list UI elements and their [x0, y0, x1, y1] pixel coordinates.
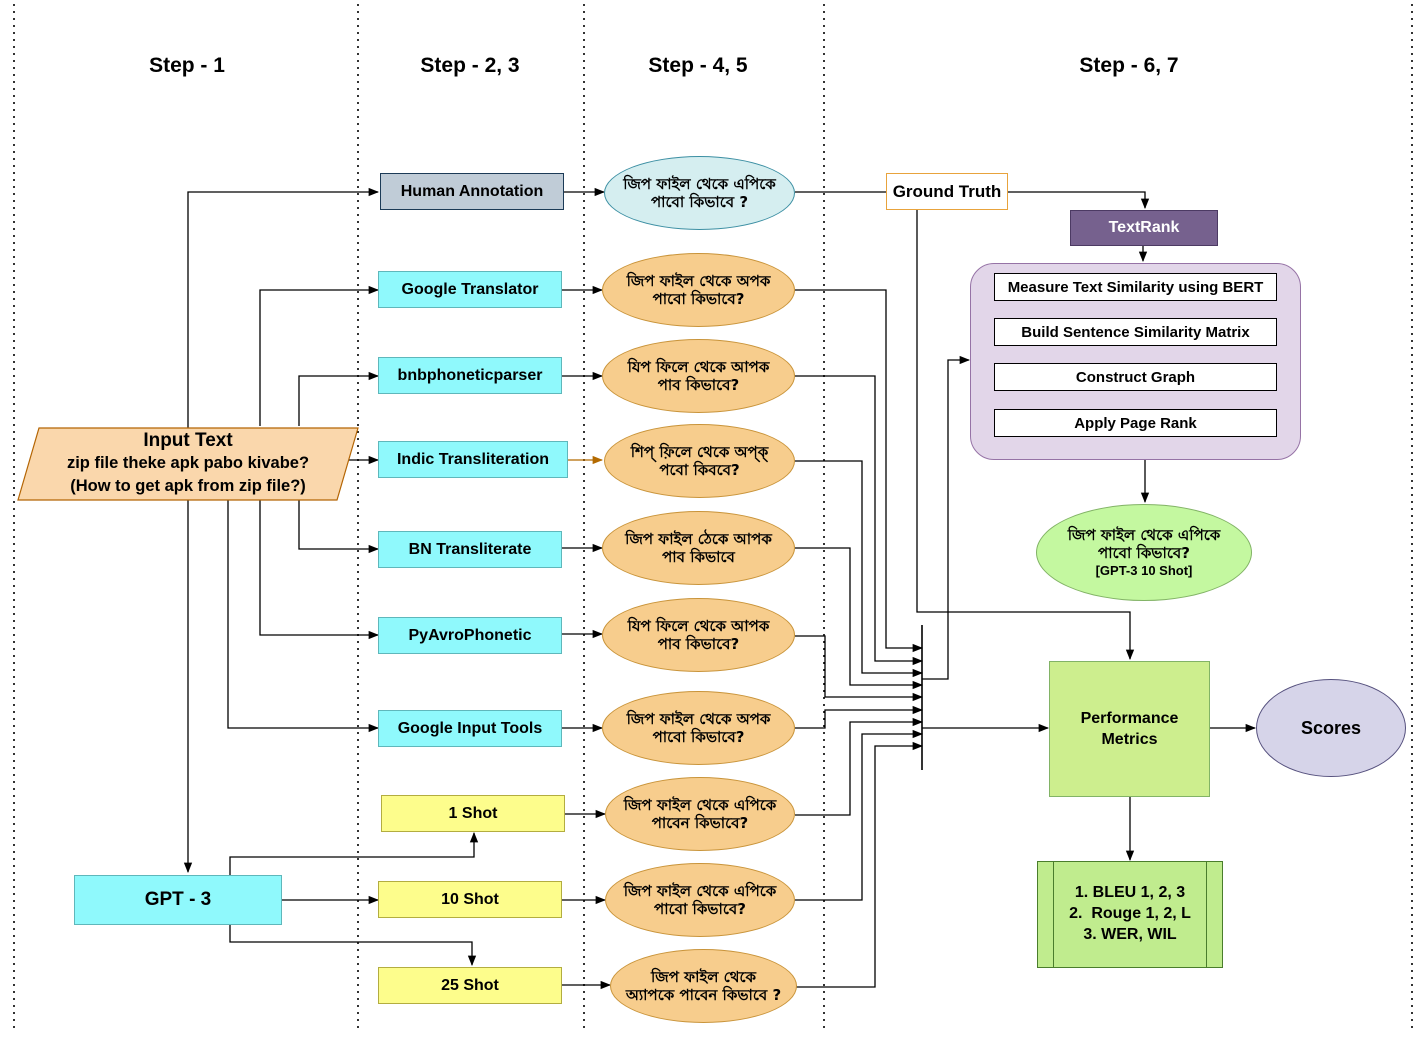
step-4-5-header: Step - 4, 5: [648, 54, 748, 77]
best-output-label: [GPT-3 10 Shot]: [1095, 562, 1193, 578]
bnbphoneticparser-box: bnbphoneticparser: [378, 357, 562, 394]
textrank-steps-group: Measure Text Similarity using BERT Build…: [970, 263, 1301, 460]
metrics-list-box: 1. BLEU 1, 2, 3 2. Rouge 1, 2, L 3. WER,…: [1037, 861, 1223, 968]
ellipse-line: পাবো কিভাবে?: [652, 728, 745, 746]
best-output-ellipse: জিপ ফাইল থেকে এপিকে পাবো কিভাবে? [GPT-3 …: [1036, 504, 1252, 601]
twenty-five-shot-output-ellipse: জিপ ফাইল থেকেঅ্যাপকে পাবেন কিভাবে ?: [610, 949, 797, 1023]
input-romanized: zip file theke apk pabo kivabe?: [66, 454, 310, 472]
human-output-ellipse: জিপ ফাইল থেকে এপিকেপাবো কিভাবে ?: [604, 156, 795, 230]
ellipse-line: যিপ ফিলে থেকে আপক: [627, 358, 770, 376]
ellipse-line: জিপ ফাইল থেকে এপিকে: [623, 796, 777, 814]
ellipse-line: জিপ ফাইল থেকে অপক: [626, 272, 771, 290]
ellipse-line: পাবো কিভাবে?: [654, 900, 746, 918]
metrics-right-rule: [1206, 862, 1207, 967]
ellipse-line: জিপ ফাইল থেকে অপক: [626, 710, 771, 728]
one-shot-box: 1 Shot: [381, 795, 565, 832]
construct-graph-step: Construct Graph: [994, 363, 1277, 391]
step-1-header: Step - 1: [149, 54, 225, 77]
ellipse-line: পাবো কিভাবে?: [652, 290, 745, 308]
ellipse-line: পাব কিভাবে?: [657, 635, 740, 653]
metric-item: 2. Rouge 1, 2, L: [1069, 905, 1191, 922]
ten-shot-output-ellipse: জিপ ফাইল থেকে এপিকেপাবো কিভাবে?: [605, 863, 795, 937]
input-translation: (How to get apk from zip file?): [70, 477, 306, 495]
step-2-3-header: Step - 2, 3: [420, 54, 520, 77]
ellipse-line: জিপ ফাইল ঠেকে আপক: [625, 530, 772, 548]
bn-transliterate-box: BN Transliterate: [378, 531, 562, 568]
connectors: [183, 187, 1257, 990]
metrics-label: Metrics: [1101, 731, 1158, 748]
ellipse-line: জিপ ফাইল থেকে এপিকে: [1067, 525, 1221, 544]
column-dividers: [13, 4, 1413, 1030]
ellipse-line: পাবেন কিভাবে?: [651, 814, 749, 832]
pyavrophonetic-box: PyAvroPhonetic: [378, 617, 562, 654]
ellipse-line: জিপ ফাইল থেকে এপিকে: [623, 882, 777, 900]
ellipse-line: পাব কিভাবে: [662, 548, 735, 566]
input-shape: [17, 427, 359, 501]
ellipse-line: পাব কিভাবে?: [657, 376, 740, 394]
page-rank-step: Apply Page Rank: [994, 409, 1277, 437]
one-shot-output-ellipse: জিপ ফাইল থেকে এপিকেপাবেন কিভাবে?: [605, 777, 795, 851]
metric-item: 1. BLEU 1, 2, 3: [1074, 884, 1186, 901]
ellipse-line: জিপ ফাইল থেকে: [651, 968, 756, 986]
input-text-node: Input Text zip file theke apk pabo kivab…: [17, 427, 359, 501]
scores-ellipse: Scores: [1256, 679, 1406, 777]
indic-output-ellipse: শিপ্ ফ়িলে থেকে অপ্ক্পবো কিববে?: [604, 424, 795, 498]
google-input-tools-box: Google Input Tools: [378, 710, 562, 747]
indic-transliteration-box: Indic Transliteration: [378, 441, 568, 478]
textrank-box: TextRank: [1070, 210, 1218, 246]
ellipse-line: পাবো কিভাবে ?: [650, 193, 749, 211]
bert-similarity-step: Measure Text Similarity using BERT: [994, 273, 1277, 301]
ellipse-line: পবো কিববে?: [659, 461, 740, 479]
ground-truth-box: Ground Truth: [886, 173, 1008, 210]
twenty-five-shot-box: 25 Shot: [378, 967, 562, 1004]
similarity-matrix-step: Build Sentence Similarity Matrix: [994, 318, 1277, 346]
ellipse-line: জিপ ফাইল থেকে এপিকে: [623, 175, 776, 193]
ten-shot-box: 10 Shot: [378, 881, 562, 918]
input-title: Input Text: [143, 430, 233, 451]
step-6-7-header: Step - 6, 7: [1079, 54, 1179, 77]
ellipse-line: যিপ ফিলে থেকে আপক: [627, 617, 770, 635]
ellipse-line: শিপ্ ফ়িলে থেকে অপ্ক্: [630, 443, 769, 461]
metric-item: 3. WER, WIL: [1083, 926, 1177, 943]
human-annotation-box: Human Annotation: [380, 173, 564, 210]
gpt3-box: GPT - 3: [74, 875, 282, 925]
ellipse-line: পাবো কিভাবে?: [1098, 543, 1190, 562]
google-translator-box: Google Translator: [378, 271, 562, 308]
metrics-left-rule: [1053, 862, 1054, 967]
performance-label: Performance: [1080, 710, 1179, 727]
ellipse-line: অ্যাপকে পাবেন কিভাবে ?: [625, 986, 782, 1004]
